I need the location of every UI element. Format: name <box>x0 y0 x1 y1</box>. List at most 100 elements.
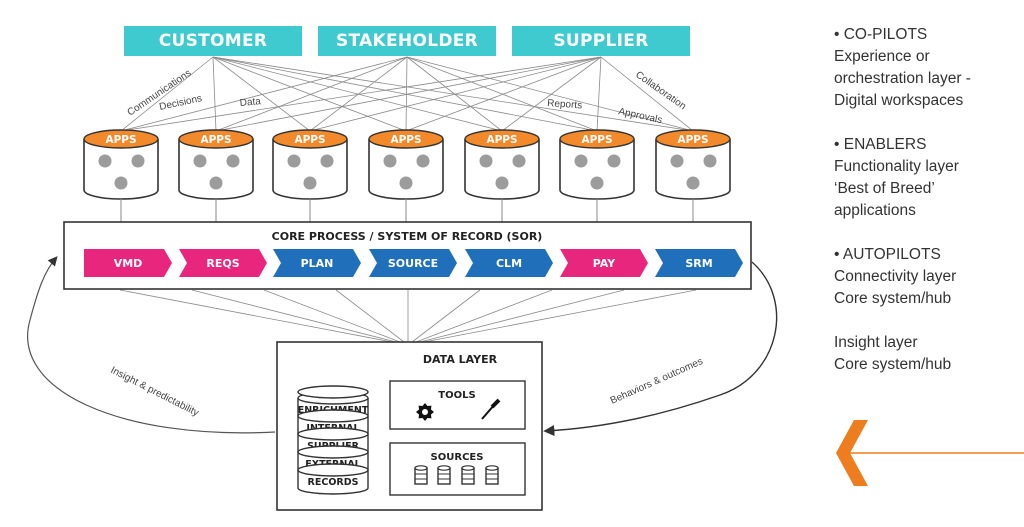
app-top <box>178 129 254 149</box>
app-top <box>655 129 731 149</box>
convergence-line <box>423 289 697 343</box>
database-icon <box>437 465 451 485</box>
chevron-left-icon <box>836 420 868 486</box>
app-cylinder: APPS <box>83 129 159 222</box>
app-dot <box>416 154 430 168</box>
process-step-label: VMD <box>114 257 143 270</box>
connection-label: Reports <box>547 98 583 111</box>
connection-line <box>212 56 598 132</box>
layer-legend: • CO-PILOTS Experience or orchestration … <box>834 24 1014 398</box>
app-top <box>464 129 540 149</box>
database-top <box>437 465 451 471</box>
convergence-line <box>415 289 553 343</box>
convergence-line <box>419 289 625 343</box>
app-dot <box>495 176 509 190</box>
loop-label-right: Behaviors & outcomes <box>609 356 705 407</box>
process-step-label: SOURCE <box>388 257 438 270</box>
legend-line: • AUTOPILOTS <box>834 246 941 263</box>
connection-line <box>501 56 602 132</box>
convergence-line <box>119 289 393 343</box>
connection-line <box>120 56 408 132</box>
orange-chevron-pointer <box>836 420 1024 486</box>
process-step-label: REQS <box>206 257 239 270</box>
app-dot <box>399 176 413 190</box>
connection-line <box>120 56 602 132</box>
convergence-line <box>263 289 401 343</box>
app-dot <box>287 154 301 168</box>
app-dot <box>303 176 317 190</box>
app-label: APPS <box>105 134 136 146</box>
stakeholder-supplier: SUPPLIER <box>512 26 690 56</box>
convergence-line <box>191 289 397 343</box>
stakeholder-customer: CUSTOMER <box>124 26 302 56</box>
legend-line: Connectivity layer <box>834 268 957 285</box>
process-step-chevron <box>369 249 457 277</box>
connection-line <box>212 56 694 132</box>
legend-line: Core system/hub <box>834 356 952 373</box>
app-body <box>464 139 540 200</box>
app-body <box>83 139 159 200</box>
sources-box <box>389 442 526 496</box>
connection-line <box>215 56 408 132</box>
legend-line: • CO-PILOTS <box>834 26 928 43</box>
legend-autopilots: • AUTOPILOTS Connectivity layer Core sys… <box>834 244 1014 310</box>
app-label: APPS <box>677 134 708 146</box>
app-label: APPS <box>200 134 231 146</box>
loop-label-left: Insight & predictability <box>109 365 201 419</box>
convergence-line <box>335 289 405 343</box>
process-step-label: SRM <box>685 257 712 270</box>
process-step-label: PLAN <box>301 257 334 270</box>
app-dot <box>512 154 526 168</box>
connection-label: Data <box>239 96 261 109</box>
legend-line: Functionality layer <box>834 158 959 175</box>
tools-title: TOOLS <box>438 390 475 401</box>
app-dot <box>670 154 684 168</box>
connection-line <box>212 56 311 132</box>
app-body <box>559 139 635 200</box>
app-dot <box>193 154 207 168</box>
connection-line <box>120 56 214 132</box>
database-top <box>461 465 475 471</box>
stack-disc-top <box>297 463 369 477</box>
connection-label: Collaboration <box>633 69 688 112</box>
app-dot <box>131 154 145 168</box>
connection-line <box>406 56 694 132</box>
app-label: APPS <box>581 134 612 146</box>
app-cylinder: APPS <box>272 129 348 222</box>
app-cylinder: APPS <box>178 129 254 222</box>
core-title: CORE PROCESS / SYSTEM OF RECORD (SOR) <box>272 230 543 243</box>
connection-lines <box>119 56 697 343</box>
database-top <box>485 465 499 471</box>
database-icon <box>461 465 475 485</box>
legend-line: Digital workspaces <box>834 92 964 109</box>
app-label: APPS <box>390 134 421 146</box>
connection-line <box>596 56 602 132</box>
app-body <box>368 139 444 200</box>
app-dot <box>607 154 621 168</box>
screwdriver-icon-handle <box>490 398 501 409</box>
legend-enablers: • ENABLERS Functionality layer ‘Best of … <box>834 134 1014 222</box>
app-top <box>559 129 635 149</box>
connection-label: Decisions <box>158 93 203 113</box>
stack-disc-body <box>297 470 369 495</box>
app-dot <box>114 176 128 190</box>
stakeholder-stakeholder: STAKEHOLDER <box>318 26 496 56</box>
app-label: APPS <box>294 134 325 146</box>
connection-line <box>212 56 503 132</box>
app-dot <box>226 154 240 168</box>
app-cylinder: APPS <box>559 129 635 222</box>
app-dot <box>590 176 604 190</box>
app-body <box>655 139 731 200</box>
process-step-chevron <box>273 249 361 277</box>
stack-disc-top <box>297 409 369 423</box>
gear-icon-hole <box>422 409 428 415</box>
stack-label: RECORDS <box>308 477 359 488</box>
database-icon <box>414 465 428 485</box>
process-step-chevron <box>84 249 172 277</box>
app-dot <box>98 154 112 168</box>
connection-line <box>215 56 602 132</box>
sources-title: SOURCES <box>431 452 484 463</box>
app-dot <box>686 176 700 190</box>
